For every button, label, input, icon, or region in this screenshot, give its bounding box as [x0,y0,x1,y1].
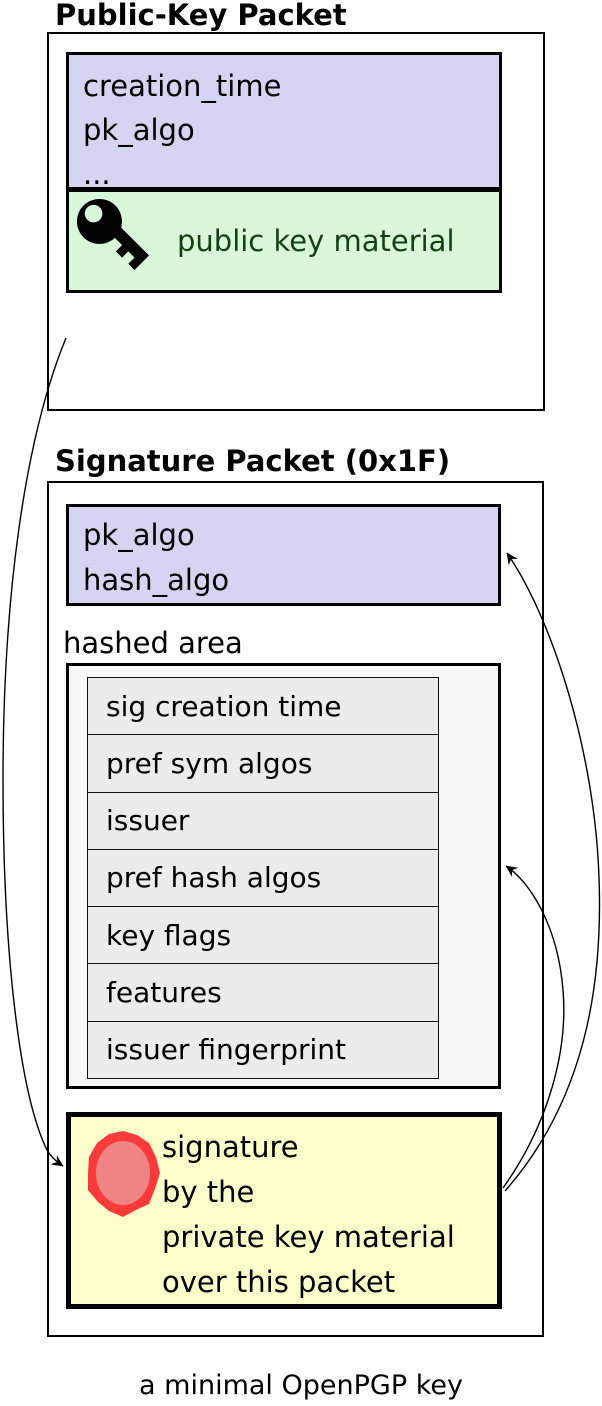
header-field: ... [83,157,111,191]
key-icon [76,198,150,271]
header-field: pk_algo [83,113,195,147]
signature-line: private key material [162,1220,455,1254]
signature-box: signature by the private key material ov… [66,1112,502,1309]
public-key-packet-title: Public-Key Packet [55,0,347,32]
diagram-caption: a minimal OpenPGP key [139,1370,463,1401]
signature-line: over this packet [162,1265,396,1299]
subpacket-row: pref hash algos [88,849,438,908]
signature-text: signature by the private key material ov… [162,1125,455,1305]
hashed-area-box: sig creation time pref sym algos issuer … [66,663,501,1089]
header-field: hash_algo [83,563,230,597]
subpacket-row: issuer fingerprint [88,1021,438,1078]
header-field: pk_algo [83,518,195,552]
signature-packet-title: Signature Packet (0x1F) [55,444,451,478]
subpacket-row: key flags [88,907,438,965]
subpacket-row: pref sym algos [88,735,438,793]
public-key-material-label: public key material [177,224,455,258]
public-key-packet-box: creation_time pk_algo ... public key mat… [47,32,545,411]
signature-line: by the [162,1175,255,1209]
hashed-area-label: hashed area [63,626,243,660]
public-key-header-fields: creation_time pk_algo ... [66,52,502,191]
public-key-material-box: public key material [66,190,502,293]
wax-seal-icon [88,1131,160,1217]
subpacket-row: features [88,964,438,1022]
subpacket-row: sig creation time [88,678,438,736]
signature-packet-box: pk_algo hash_algo hashed area sig creati… [47,481,544,1337]
subpacket-list: sig creation time pref sym algos issuer … [87,677,439,1079]
header-field: creation_time [83,69,282,103]
signature-header-fields: pk_algo hash_algo [66,504,501,606]
signature-line: signature [162,1130,299,1164]
subpacket-row: issuer [88,792,438,850]
